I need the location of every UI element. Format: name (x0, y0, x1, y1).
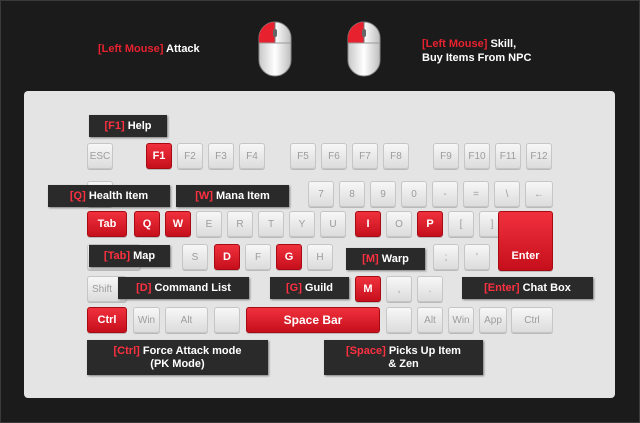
label-q-health-item: [Q] Health Item (48, 185, 170, 207)
key-app[interactable]: App (479, 307, 507, 333)
key-blank[interactable] (386, 307, 412, 333)
label-text: Picks Up Item (388, 344, 461, 357)
key-alt-right[interactable]: Alt (417, 307, 443, 333)
key-win-right[interactable]: Win (448, 307, 474, 333)
key-f8[interactable]: F8 (383, 143, 409, 169)
key-f7[interactable]: F7 (352, 143, 378, 169)
left-mouse-attack-caption: [Left Mouse] Attack (98, 42, 200, 56)
key-space[interactable]: Space Bar (246, 307, 380, 333)
label-f1-help: [F1] Help (89, 115, 167, 137)
key-quote[interactable]: ' (464, 244, 490, 270)
label-key: [D] (136, 281, 152, 294)
key-o[interactable]: O (386, 211, 412, 237)
label-w-mana-item: [W] Mana Item (176, 185, 289, 207)
label-text-line2: & Zen (388, 357, 419, 370)
caption-key: [Left Mouse] (422, 38, 488, 50)
label-text: Help (127, 119, 152, 132)
label-key: [Ctrl] (113, 344, 140, 357)
caption-key: [Left Mouse] (98, 43, 164, 55)
key-minus[interactable]: - (432, 181, 458, 207)
caption-text: Skill, (490, 38, 517, 50)
key-t[interactable]: T (258, 211, 284, 237)
key-win-left[interactable]: Win (133, 307, 160, 333)
label-key: [W] (195, 189, 213, 202)
label-text: Chat Box (522, 281, 571, 294)
label-ctrl-force-attack: [Ctrl] Force Attack mode (PK Mode) (87, 340, 268, 375)
key-r[interactable]: R (227, 211, 253, 237)
key-f10[interactable]: F10 (464, 143, 490, 169)
label-space-pick-up: [Space] Picks Up Item & Zen (324, 340, 483, 375)
key-8[interactable]: 8 (339, 181, 365, 207)
label-g-guild: [G] Guild (270, 277, 349, 299)
key-f11[interactable]: F11 (495, 143, 521, 169)
caption-line2: Buy Items From NPC (422, 52, 532, 64)
key-u[interactable]: U (320, 211, 346, 237)
key-equal[interactable]: = (463, 181, 489, 207)
label-text: Force Attack mode (142, 344, 242, 357)
key-h[interactable]: H (307, 244, 333, 270)
key-backspace[interactable]: ← (525, 181, 553, 207)
label-m-warp: [M] Warp (346, 248, 425, 270)
key-ctrl-right[interactable]: Ctrl (511, 307, 553, 333)
key-backslash[interactable]: \ (494, 181, 520, 207)
key-f[interactable]: F (245, 244, 271, 270)
mouse-left-click-icon (347, 21, 381, 77)
left-mouse-skill-caption: [Left Mouse] Skill, Buy Items From NPC (422, 37, 531, 65)
label-d-command-list: [D] Command List (118, 277, 249, 299)
key-semicolon[interactable]: ; (433, 244, 459, 270)
key-y[interactable]: Y (289, 211, 315, 237)
label-tab-map: [Tab] Map (89, 245, 170, 267)
key-q[interactable]: Q (134, 211, 160, 237)
label-text: Warp (381, 252, 409, 265)
key-f4[interactable]: F4 (239, 143, 265, 169)
label-key: [Enter] (484, 281, 520, 294)
key-f1[interactable]: F1 (146, 143, 172, 169)
label-key: [M] (362, 252, 379, 265)
key-0[interactable]: 0 (401, 181, 427, 207)
key-7[interactable]: 7 (308, 181, 334, 207)
mouse-left-click-icon (258, 21, 292, 77)
label-key: [Tab] (103, 249, 130, 262)
key-blank[interactable] (214, 307, 240, 333)
key-tab[interactable]: Tab (87, 211, 127, 237)
key-i[interactable]: I (355, 211, 381, 237)
label-key: [G] (285, 281, 302, 294)
label-key: [F1] (104, 119, 125, 132)
key-f3[interactable]: F3 (208, 143, 234, 169)
label-text-line2: (PK Mode) (150, 357, 205, 370)
key-ctrl-left[interactable]: Ctrl (87, 307, 127, 333)
label-text: Guild (304, 281, 334, 294)
key-d[interactable]: D (214, 244, 240, 270)
label-text: Command List (154, 281, 231, 294)
caption-text: Attack (166, 43, 200, 55)
key-f5[interactable]: F5 (290, 143, 316, 169)
label-enter-chat-box: [Enter] Chat Box (462, 277, 593, 299)
key-enter[interactable]: Enter (498, 211, 553, 271)
label-text: Mana Item (215, 189, 270, 202)
key-f9[interactable]: F9 (433, 143, 459, 169)
key-g[interactable]: G (276, 244, 302, 270)
label-key: [Q] (69, 189, 86, 202)
key-s[interactable]: S (182, 244, 208, 270)
key-f6[interactable]: F6 (321, 143, 347, 169)
key-left-bracket[interactable]: [ (448, 211, 474, 237)
label-text: Health Item (88, 189, 149, 202)
key-m[interactable]: M (355, 276, 381, 302)
key-esc[interactable]: ESC (87, 143, 113, 169)
key-p[interactable]: P (417, 211, 443, 237)
key-e[interactable]: E (196, 211, 222, 237)
label-text: Map (133, 249, 156, 262)
key-comma[interactable]: , (386, 276, 412, 302)
key-f2[interactable]: F2 (177, 143, 203, 169)
key-9[interactable]: 9 (370, 181, 396, 207)
label-key: [Space] (346, 344, 386, 357)
key-period[interactable]: . (417, 276, 443, 302)
key-alt-left[interactable]: Alt (165, 307, 208, 333)
key-w[interactable]: W (165, 211, 191, 237)
key-f12[interactable]: F12 (526, 143, 552, 169)
